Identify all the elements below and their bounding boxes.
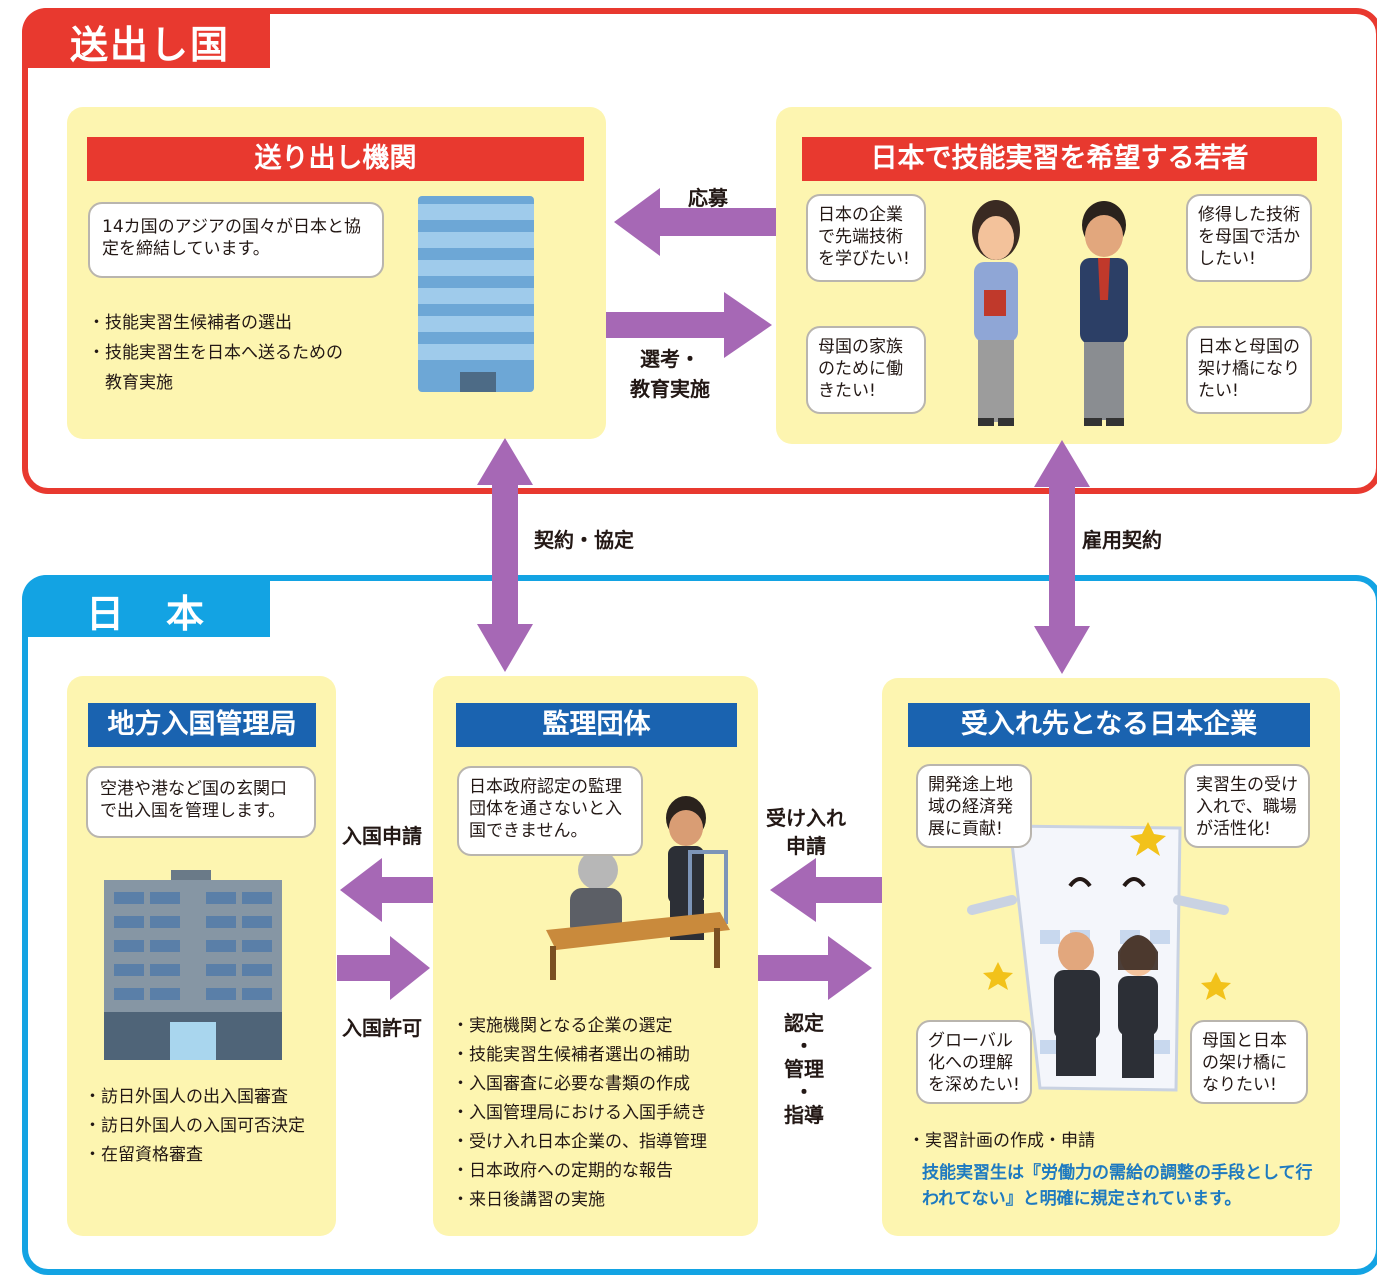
youth-bubble: 日本の企業で先端技術を学びたい! [806,194,926,282]
agency-item: ・技能実習生を日本へ送るための [88,343,343,363]
sending-country-tab: 送出し国 [22,8,270,68]
select-educate-label: 選考・ 教育実施 [630,347,710,401]
company-title: 受入れ先となる日本企業 [908,703,1310,747]
contract-label: 契約・協定 [534,528,634,552]
contract-arrow [477,438,533,672]
supervising-item: ・日本政府への定期的な報告 [452,1161,673,1181]
company-bubble: 母国と日本の架け橋になりたい! [1190,1020,1308,1104]
immigration-item: ・訪日外国人の出入国審査 [84,1087,288,1107]
guide-arrow [758,936,872,1000]
agency-item: ・技能実習生候補者の選出 [88,313,292,333]
acceptance-arrow [770,858,882,922]
apply-arrow [614,188,776,256]
guide-label: 認定 ・ 管理 ・ 指導 [784,1011,824,1127]
supervising-bubble: 日本政府認定の監理団体を通さないと入国できません。 [457,766,643,856]
supervising-item: ・来日後講習の実施 [452,1190,605,1210]
supervising-item: ・技能実習生候補者選出の補助 [452,1045,690,1065]
immigration-item: ・在留資格審査 [84,1145,203,1165]
young-woman-icon [972,200,1020,426]
agency-bubble: 14カ国のアジアの国々が日本と協定を締結しています。 [88,202,384,278]
youth-bubble: 修得した技術を母国で活かしたい! [1186,194,1312,282]
supervising-item: ・入国審査に必要な書類の作成 [452,1074,690,1094]
japan-tab: 日 本 [22,575,270,637]
company-item: ・実習計画の作成・申請 [908,1131,1095,1151]
supervising-title: 監理団体 [456,703,737,747]
youth-title: 日本で技能実習を希望する若者 [802,137,1317,181]
government-building-icon [104,870,282,1060]
immigration-title: 地方入国管理局 [88,703,316,747]
supervising-item: ・受け入れ日本企業の、指導管理 [452,1132,707,1152]
company-note: 技能実習生は『労働力の需給の調整の手段として行われてない』と明確に規定されていま… [922,1163,1313,1209]
entry-application-label: 入国申請 [342,824,422,848]
acceptance-label: 受け入れ 申請 [766,806,846,858]
youth-bubble: 母国の家族のために働きたい! [806,326,926,414]
youth-bubble: 日本と母国の架け橋になりたい! [1186,326,1312,414]
agency-item: 教育実施 [88,373,173,393]
sending-country-label: 送出し国 [70,23,231,67]
entry-permission-arrow [337,936,430,1000]
young-man-icon [1080,201,1128,426]
supervising-item: ・入国管理局における入国手続き [452,1103,707,1123]
employment-arrow [1034,440,1090,674]
japan-label: 日 本 [86,592,207,636]
immigration-item: ・訪日外国人の入国可否決定 [84,1116,305,1136]
employment-label: 雇用契約 [1082,528,1162,552]
company-bubble: グローバル化への理解を深めたい! [916,1020,1032,1104]
select-arrow [606,292,772,358]
company-bubble: 実習生の受け入れで、職場が活性化! [1184,764,1310,848]
supervising-item: ・実施機関となる企業の選定 [452,1016,673,1036]
meeting-icon [546,796,730,980]
immigration-bubble: 空港や港など国の玄関口で出入国を管理します。 [86,766,316,838]
entry-permission-label: 入国許可 [342,1016,422,1040]
happy-company-icon [967,822,1231,1092]
agency-title: 送り出し機関 [87,137,584,181]
apply-label: 応募 [688,186,728,210]
company-bubble: 開発途上地域の経済発展に貢献! [916,764,1032,848]
office-building-icon [418,196,534,392]
entry-application-arrow [340,858,433,922]
